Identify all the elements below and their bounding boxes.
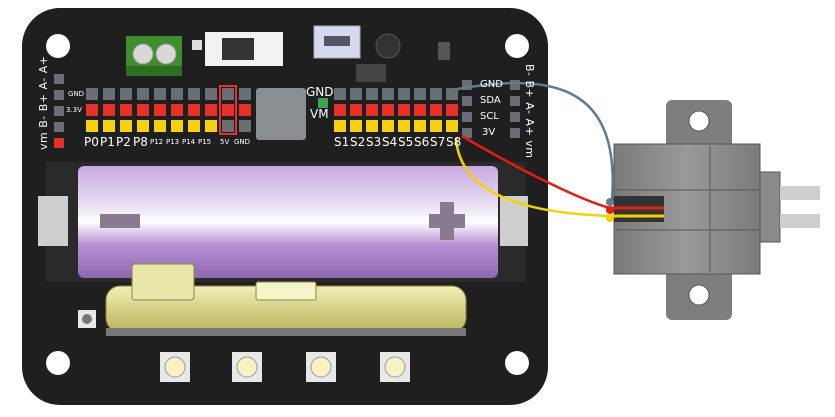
- port-label-p12: P12: [150, 138, 164, 146]
- port-label-p0: P0: [84, 135, 99, 149]
- servo-motor: [613, 100, 820, 320]
- right-vertical-label: B- B+ A- A+ vm: [523, 64, 536, 159]
- main-chip: [256, 88, 306, 140]
- microbit: [105, 263, 467, 336]
- servo-label-s5: S5: [398, 135, 414, 149]
- power-label-gnd: GND: [234, 138, 251, 146]
- i2c-scl-label: SCL: [480, 111, 499, 122]
- battery: [78, 166, 498, 278]
- left-3v3-label: 3.3V: [66, 106, 82, 114]
- left-edge-pins: [54, 74, 64, 148]
- port-label-p13: P13: [166, 138, 180, 146]
- port-label-p8: P8: [133, 135, 148, 149]
- usb-port: [313, 25, 361, 59]
- servo-label-s1: S1: [334, 135, 350, 149]
- port-label-p15: P15: [198, 138, 212, 146]
- terminal-block: [126, 36, 182, 76]
- servo-label-s4: S4: [382, 135, 398, 149]
- i2c-3v-label: 3V: [482, 127, 496, 138]
- vm-pins: [318, 98, 328, 108]
- servo-header-block: [334, 88, 458, 132]
- port-label-p14: P14: [182, 138, 196, 146]
- servo-label-s3: S3: [366, 135, 382, 149]
- port-label-p2: P2: [116, 135, 131, 149]
- servo-label-s6: S6: [414, 135, 430, 149]
- port-label-p1: P1: [100, 135, 115, 149]
- i2c-gnd-label: GND: [480, 79, 503, 90]
- mounting-holes: [46, 34, 529, 375]
- vm-label: VM: [310, 107, 329, 121]
- p-header-block: [86, 85, 251, 135]
- servo-label-s7: S7: [430, 135, 446, 149]
- wires: [451, 81, 664, 218]
- buzzer: [375, 33, 401, 59]
- right-edge-pins: [462, 80, 520, 138]
- left-vertical-label: vm B- B+ A- A+: [37, 55, 50, 150]
- left-gnd-label: GND: [68, 90, 85, 98]
- power-switch: [192, 32, 283, 66]
- servo-label-s8: S8: [446, 135, 462, 149]
- i2c-sda-label: SDA: [480, 95, 501, 106]
- servo-label-s2: S2: [350, 135, 366, 149]
- buttons: [78, 310, 410, 382]
- power-label-5v: 5V: [220, 138, 230, 146]
- gnd-label: GND: [306, 85, 334, 99]
